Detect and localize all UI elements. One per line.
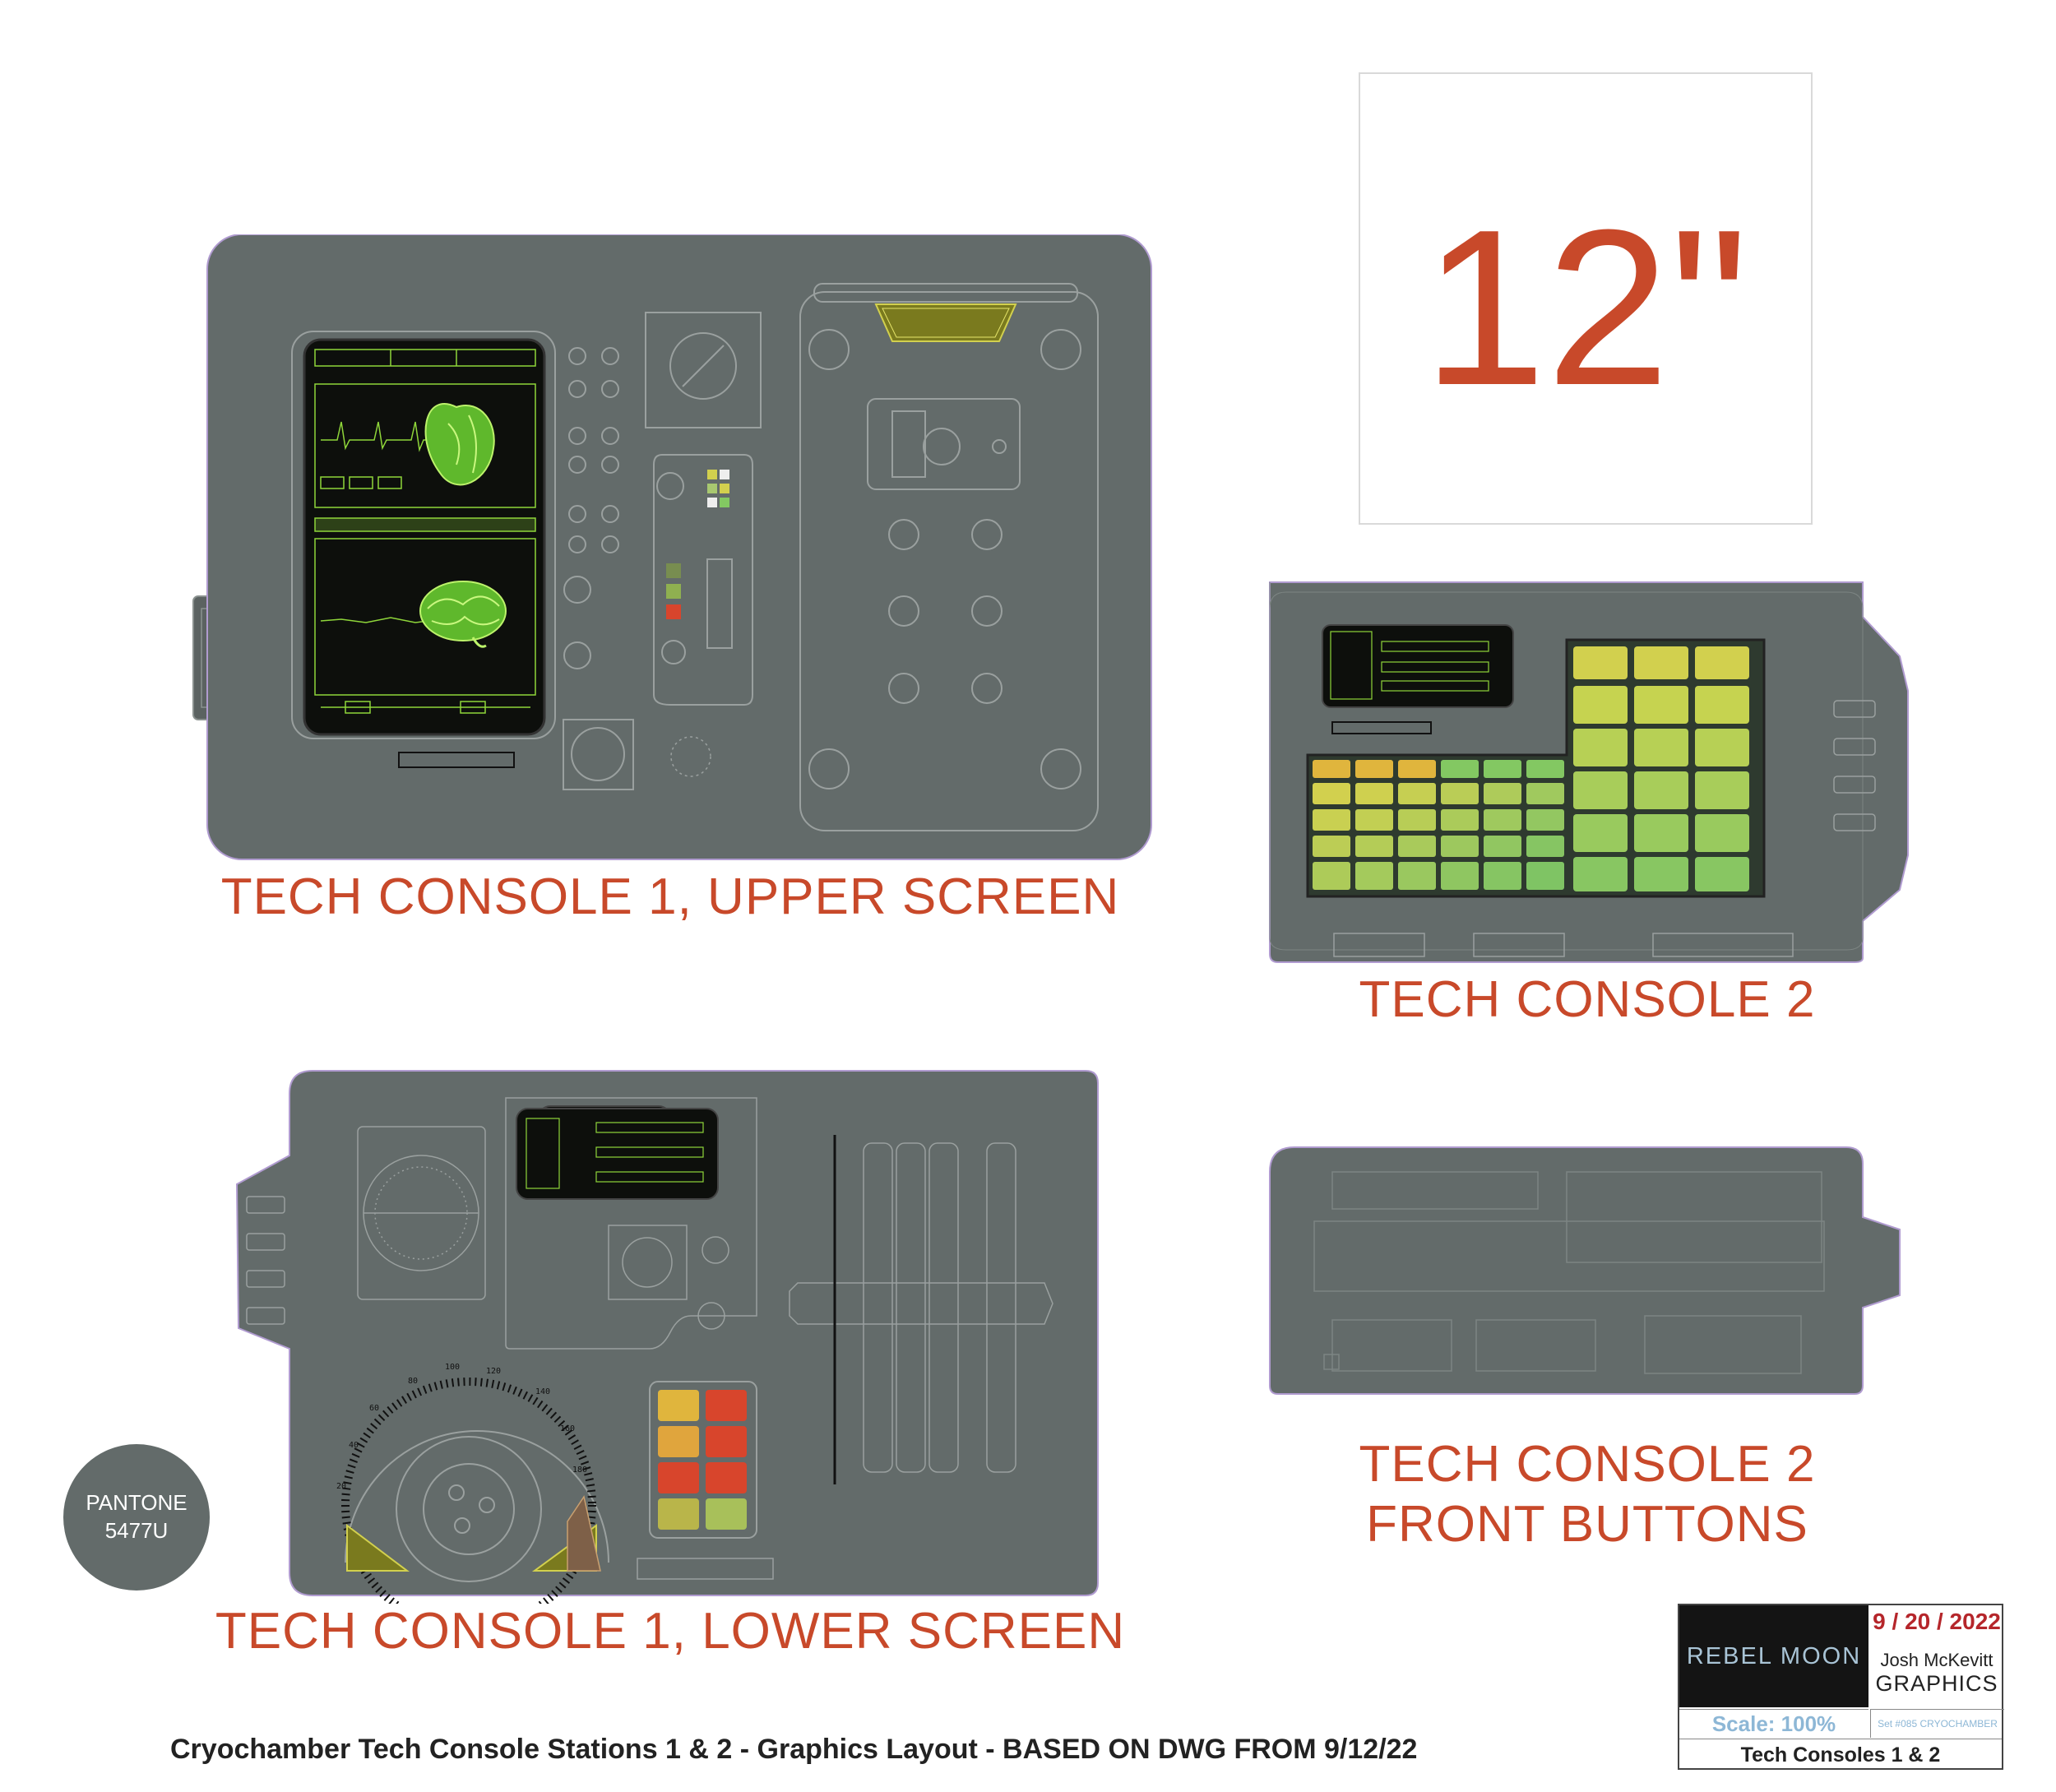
- tech-console-1-upper-panel: [192, 234, 1152, 860]
- svg-text:140: 140: [535, 1387, 550, 1396]
- title-block-dept: GRAPHICS: [1875, 1671, 1998, 1696]
- console-2-keypad-left: [1313, 760, 1564, 890]
- tech-console-1-lower-panel: 80 100 120 140 60 40 20 160 180 200: [235, 1070, 1099, 1604]
- svg-text:80: 80: [408, 1377, 418, 1386]
- brain-icon: [419, 581, 507, 648]
- svg-text:40: 40: [349, 1441, 359, 1450]
- front-buttons-label-line2: FRONT BUTTONS: [1366, 1496, 1808, 1553]
- svg-text:180: 180: [572, 1466, 587, 1475]
- svg-text:120: 120: [486, 1367, 501, 1376]
- upper-screen-label: TECH CONSOLE 1, UPPER SCREEN: [220, 868, 1120, 925]
- tech-console-2-panel: [1269, 581, 1909, 963]
- svg-text:160: 160: [560, 1424, 575, 1433]
- console-2-mini-screen: [1322, 624, 1514, 708]
- title-block-title: Tech Consoles 1 & 2: [1679, 1739, 2002, 1771]
- pantone-line1: PANTONE: [86, 1490, 188, 1516]
- lower-gauge-dial: [341, 1378, 609, 1604]
- rebel-moon-logo: REBEL MOON: [1679, 1605, 1868, 1707]
- title-block-date: 9 / 20 / 2022: [1873, 1609, 2001, 1634]
- pantone-line2: 5477U: [104, 1518, 169, 1543]
- title-block-set: Set #085 CRYOCHAMBER: [1870, 1709, 2004, 1738]
- front-buttons-label-line1: TECH CONSOLE 2: [1359, 1436, 1816, 1493]
- footer-caption: Cryochamber Tech Console Stations 1 & 2 …: [170, 1734, 1418, 1765]
- svg-text:20: 20: [336, 1482, 346, 1491]
- scale-reference-box: 12": [1359, 72, 1813, 525]
- vitals-monitor-screen: [314, 349, 536, 714]
- console-2-label: TECH CONSOLE 2: [1359, 971, 1816, 1028]
- scale-reference-text: 12": [1422, 184, 1749, 432]
- title-block-author: Josh McKevitt: [1880, 1650, 1993, 1670]
- title-block-scale: Scale: 100%: [1679, 1709, 1868, 1738]
- console-2-keypad-right: [1573, 646, 1749, 891]
- lower-screen-label: TECH CONSOLE 1, LOWER SCREEN: [215, 1603, 1126, 1660]
- warning-plate: [874, 303, 1017, 342]
- lower-mini-screen: [516, 1108, 719, 1200]
- lower-button-grid: [658, 1390, 747, 1530]
- heart-icon: [424, 403, 495, 486]
- svg-text:100: 100: [445, 1363, 460, 1372]
- title-block: REBEL MOON 9 / 20 / 2022 Josh McKevitt G…: [1678, 1604, 2004, 1771]
- pantone-swatch: PANTONE 5477U: [63, 1444, 210, 1591]
- tech-console-2-front-panel: [1269, 1146, 1901, 1395]
- svg-text:60: 60: [369, 1404, 379, 1413]
